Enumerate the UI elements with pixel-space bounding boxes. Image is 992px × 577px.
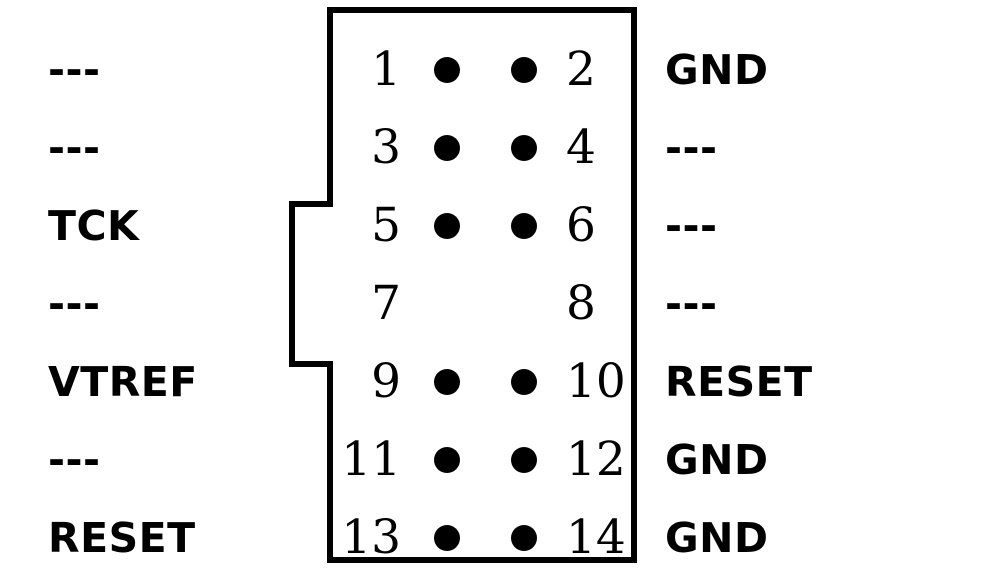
pin-number-left: 3 bbox=[371, 120, 401, 175]
pin-dot-icon bbox=[511, 213, 537, 239]
pin-dot-icon bbox=[434, 57, 460, 83]
pin-number-left: 5 bbox=[371, 198, 401, 253]
pin-contact-left bbox=[434, 31, 460, 109]
pin-number-right: 6 bbox=[566, 198, 596, 253]
pin-contact-right bbox=[511, 109, 537, 187]
pin-label-right: --- bbox=[665, 124, 718, 172]
pin-contact-left bbox=[434, 499, 460, 577]
pin-number-left: 13 bbox=[341, 510, 401, 565]
pin-dot-icon bbox=[434, 369, 460, 395]
pin-row: --- 1 2 GND bbox=[0, 31, 992, 109]
pin-label-left: TCK bbox=[48, 202, 140, 250]
pin-number-right: 10 bbox=[566, 354, 626, 409]
pin-label-right: RESET bbox=[665, 358, 813, 406]
pin-number-right: 8 bbox=[566, 276, 596, 331]
pin-contact-right bbox=[511, 421, 537, 499]
pin-contact-left bbox=[434, 265, 460, 343]
pin-row: VTREF 9 10 RESET bbox=[0, 343, 992, 421]
pin-dot-icon bbox=[434, 213, 460, 239]
pin-label-left: --- bbox=[48, 280, 101, 328]
pin-label-right: --- bbox=[665, 280, 718, 328]
pin-contact-left bbox=[434, 187, 460, 265]
pin-dot-icon bbox=[511, 369, 537, 395]
pin-row: TCK 5 6 --- bbox=[0, 187, 992, 265]
pin-contact-right bbox=[511, 343, 537, 421]
pin-number-left: 1 bbox=[371, 42, 401, 97]
pin-dot-icon bbox=[434, 447, 460, 473]
pin-number-right: 14 bbox=[566, 510, 626, 565]
pin-number-left: 11 bbox=[341, 432, 401, 487]
pin-contact-left bbox=[434, 343, 460, 421]
pin-label-left: --- bbox=[48, 124, 101, 172]
pin-dot-icon bbox=[511, 135, 537, 161]
pin-row: --- 7 8 --- bbox=[0, 265, 992, 343]
pin-contact-right bbox=[511, 499, 537, 577]
pin-dot-icon bbox=[511, 525, 537, 551]
pin-dot-icon bbox=[511, 57, 537, 83]
pin-row: RESET 13 14 GND bbox=[0, 499, 992, 577]
pin-contact-right bbox=[511, 265, 537, 343]
pin-label-left: --- bbox=[48, 46, 101, 94]
pin-number-right: 12 bbox=[566, 432, 626, 487]
pin-row: --- 11 12 GND bbox=[0, 421, 992, 499]
pin-dot-icon bbox=[434, 135, 460, 161]
pin-contact-right bbox=[511, 187, 537, 265]
pin-label-left: --- bbox=[48, 436, 101, 484]
pin-label-right: GND bbox=[665, 46, 769, 94]
pin-contact-right bbox=[511, 31, 537, 109]
pin-dot-icon bbox=[511, 447, 537, 473]
pin-dot-icon bbox=[434, 525, 460, 551]
pin-label-left: VTREF bbox=[48, 358, 198, 406]
pin-number-left: 9 bbox=[371, 354, 401, 409]
pin-row: --- 3 4 --- bbox=[0, 109, 992, 187]
pin-number-left: 7 bbox=[371, 276, 401, 331]
pin-contact-left bbox=[434, 109, 460, 187]
pin-label-right: --- bbox=[665, 202, 718, 250]
pin-label-left: RESET bbox=[48, 514, 196, 562]
pin-label-right: GND bbox=[665, 514, 769, 562]
pin-contact-left bbox=[434, 421, 460, 499]
pin-label-right: GND bbox=[665, 436, 769, 484]
pin-number-right: 4 bbox=[566, 120, 596, 175]
pin-number-right: 2 bbox=[566, 42, 596, 97]
